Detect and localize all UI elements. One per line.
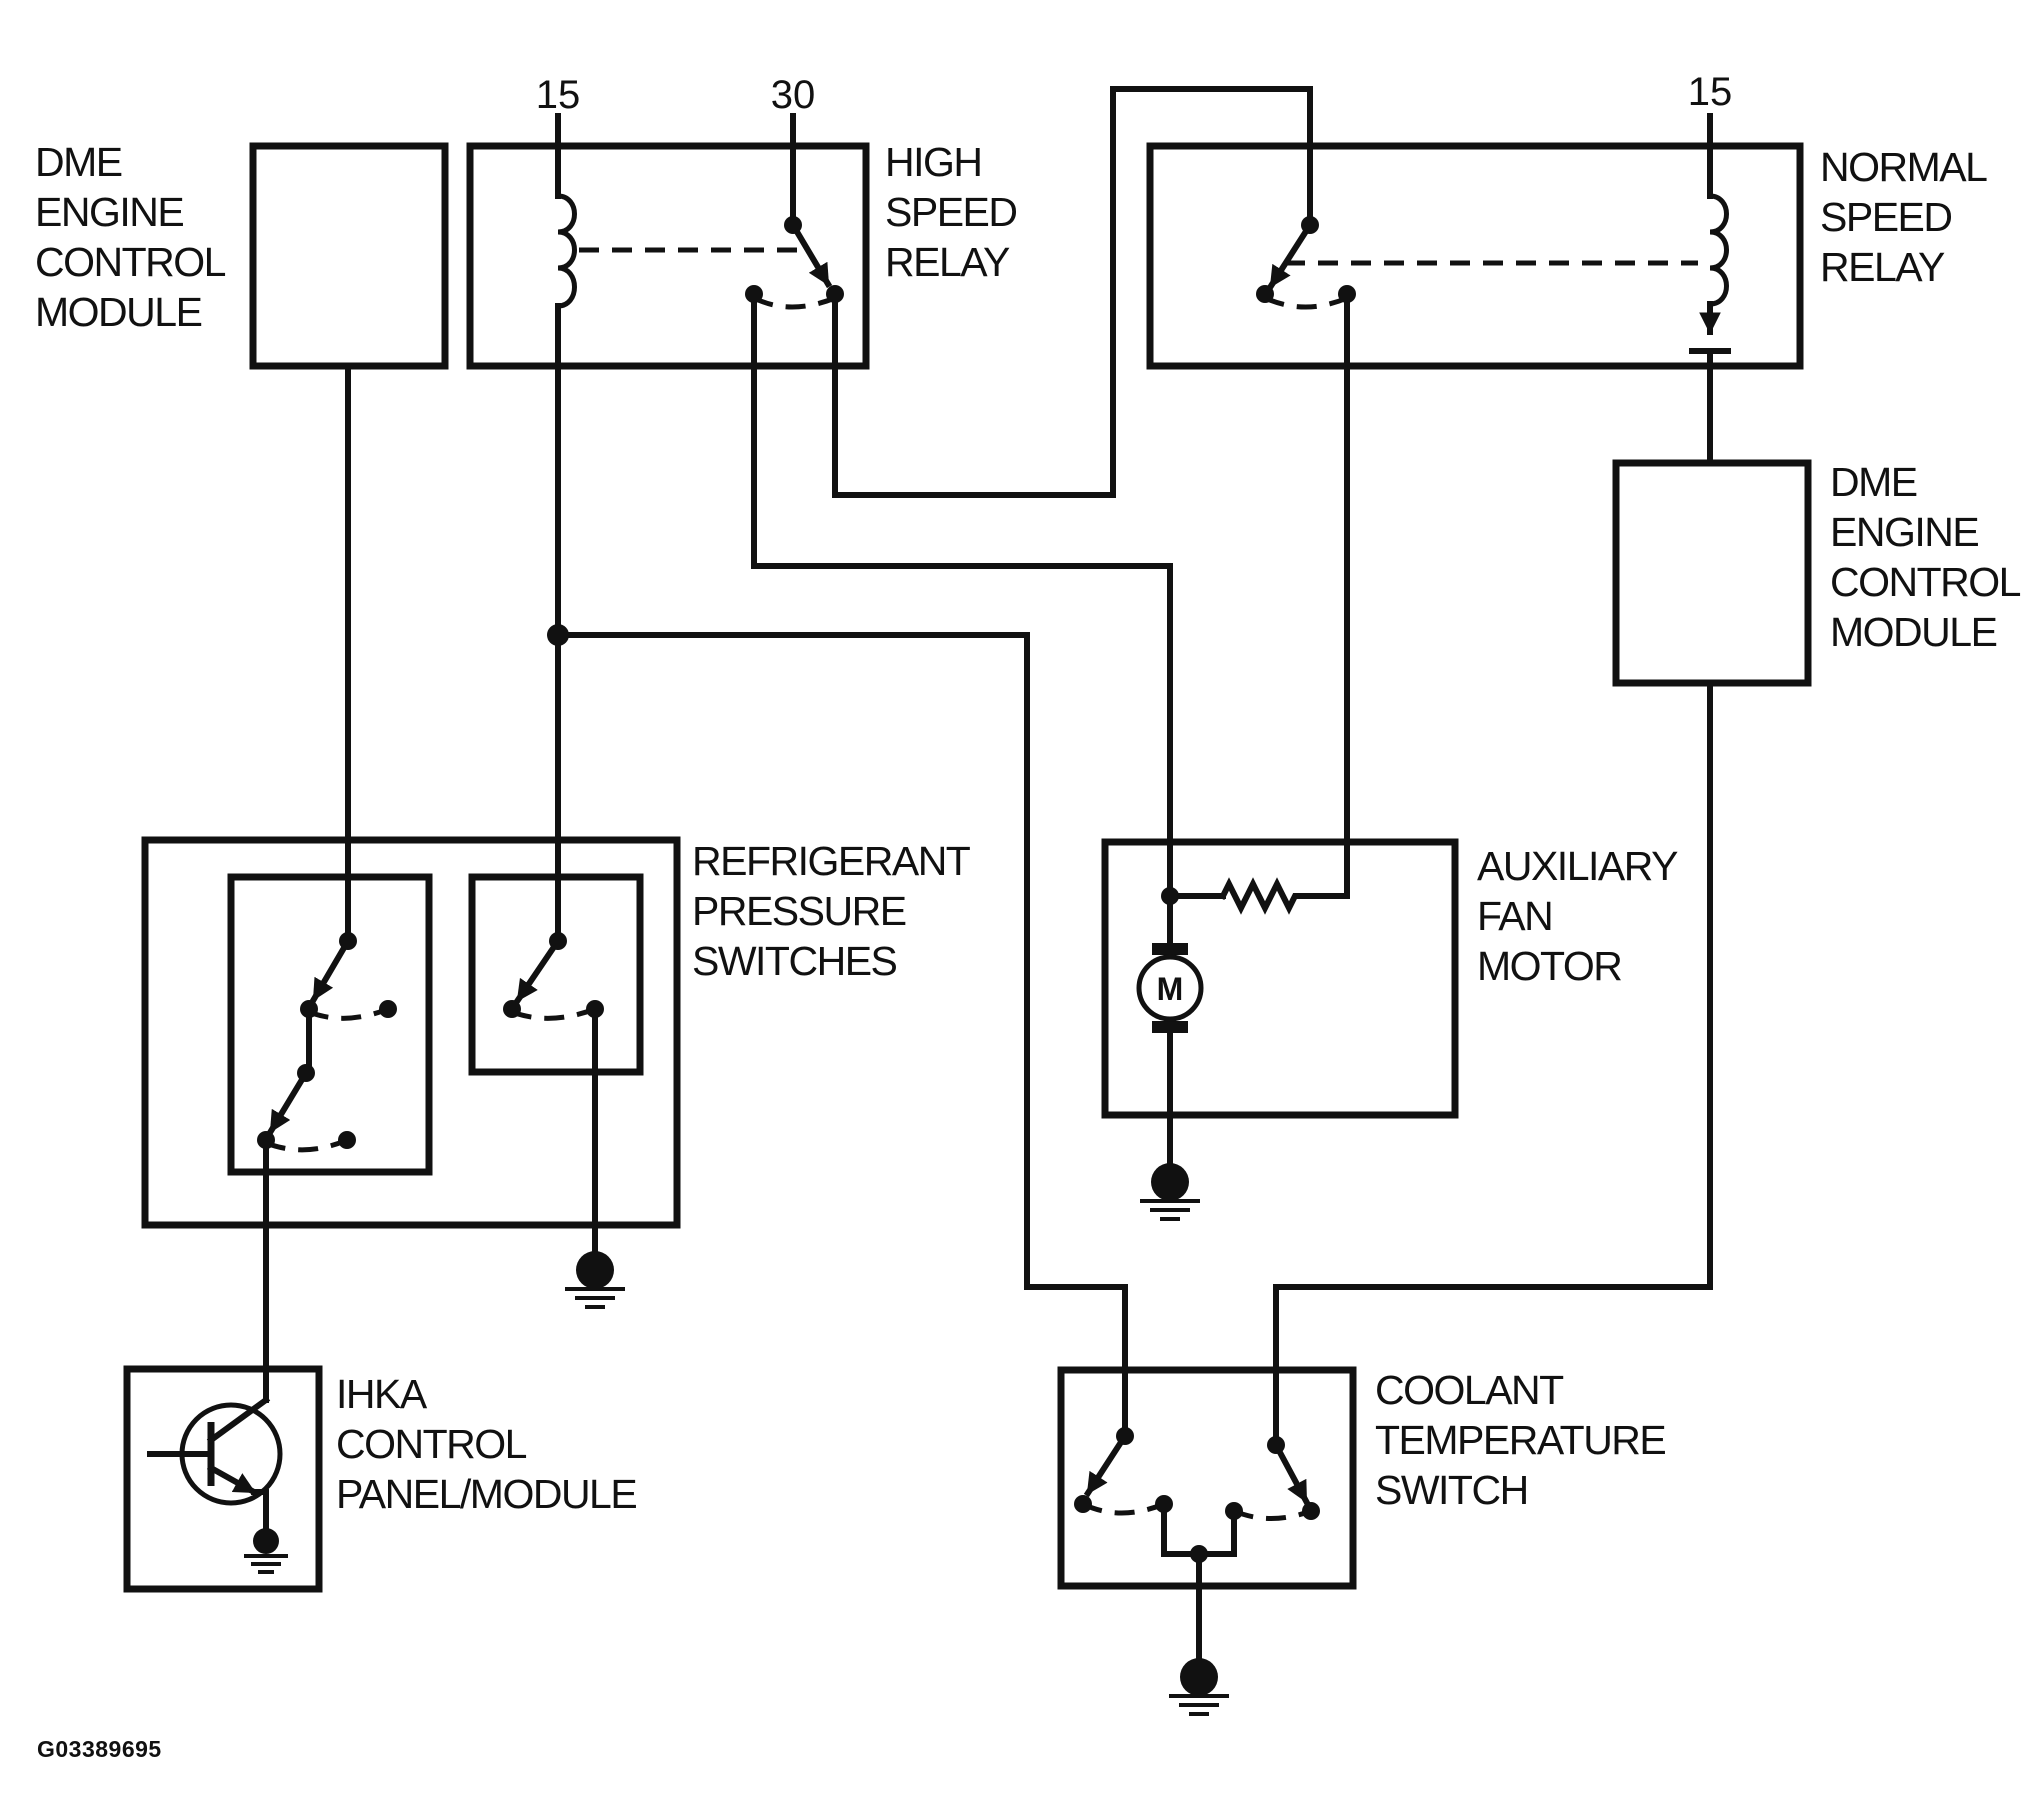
svg-text:ENGINE: ENGINE [1830, 509, 1978, 555]
svg-text:ENGINE: ENGINE [35, 189, 183, 235]
contact-dots [257, 216, 1356, 1563]
transistor-symbol [147, 1395, 283, 1535]
svg-text:CONTROL: CONTROL [35, 239, 226, 285]
ground-icon-ihka [244, 1528, 288, 1574]
svg-text:PANEL/MODULE: PANEL/MODULE [336, 1471, 636, 1517]
svg-text:HIGH: HIGH [885, 139, 982, 185]
auxiliary-fan-motor-label: AUXILIARY FAN MOTOR [1477, 843, 1680, 989]
high-speed-relay-coil [557, 193, 577, 309]
fan-motor-symbol: M [1136, 943, 1204, 1033]
svg-text:MOTOR: MOTOR [1477, 943, 1621, 989]
figure-id: G03389695 [37, 1736, 162, 1762]
ground-icon-fan-motor [1140, 1163, 1200, 1221]
ihka-control-box [123, 1365, 323, 1593]
coolant-temperature-switch-label: COOLANT TEMPERATURE SWITCH [1375, 1367, 1667, 1513]
svg-text:SPEED: SPEED [1820, 194, 1952, 240]
coolant-temperature-switch-box [1057, 1366, 1357, 1590]
normal-relay-terminal-15: 15 [1688, 70, 1733, 114]
svg-text:NORMAL: NORMAL [1820, 144, 1987, 190]
svg-text:DME: DME [35, 139, 122, 185]
svg-text:CONTROL: CONTROL [336, 1421, 527, 1467]
svg-text:MODULE: MODULE [1830, 609, 1997, 655]
normal-speed-relay-box [1146, 142, 1804, 370]
svg-text:DME: DME [1830, 459, 1917, 505]
high-speed-relay-box [466, 142, 870, 370]
svg-text:SWITCHES: SWITCHES [692, 938, 897, 984]
ground-icon-refrigerant [565, 1251, 625, 1309]
svg-text:SWITCH: SWITCH [1375, 1467, 1528, 1513]
refrigerant-pressure-switches-label: REFRIGERANT PRESSURE SWITCHES [692, 838, 972, 984]
refrigerant-switch-inner-left [227, 873, 433, 1176]
ihka-control-label: IHKA CONTROL PANEL/MODULE [336, 1371, 638, 1517]
svg-text:RELAY: RELAY [1820, 244, 1945, 290]
high-relay-terminal-15: 15 [536, 73, 581, 117]
svg-text:REFRIGERANT: REFRIGERANT [692, 838, 971, 884]
normal-speed-relay-label: NORMAL SPEED RELAY [1820, 144, 1989, 290]
dme-left-label: DME ENGINE CONTROL MODULE [35, 139, 227, 335]
high-speed-relay-label: HIGH SPEED RELAY [885, 139, 1018, 285]
svg-text:FAN: FAN [1477, 893, 1552, 939]
dme-right-label: DME ENGINE CONTROL MODULE [1830, 459, 2022, 655]
svg-text:TEMPERATURE: TEMPERATURE [1375, 1417, 1665, 1463]
svg-text:IHKA: IHKA [336, 1371, 428, 1417]
high-relay-terminal-30: 30 [771, 73, 816, 117]
auxiliary-fan-motor-box [1101, 838, 1459, 1119]
svg-text:AUXILIARY: AUXILIARY [1477, 843, 1678, 889]
refrigerant-pressure-switches-box [141, 836, 681, 1229]
ground-icon-coolant [1169, 1658, 1229, 1716]
svg-text:SPEED: SPEED [885, 189, 1017, 235]
dme-left-box [249, 142, 449, 370]
svg-text:PRESSURE: PRESSURE [692, 888, 906, 934]
motor-m-label: M [1157, 971, 1184, 1007]
switch-blades [266, 220, 1315, 1506]
svg-text:CONTROL: CONTROL [1830, 559, 2021, 605]
mechanical-linkages [265, 247, 1698, 1521]
dme-right-box [1612, 459, 1812, 687]
normal-speed-relay-coil [1709, 193, 1729, 307]
svg-text:MODULE: MODULE [35, 289, 202, 335]
svg-text:COOLANT: COOLANT [1375, 1367, 1564, 1413]
svg-text:RELAY: RELAY [885, 239, 1010, 285]
